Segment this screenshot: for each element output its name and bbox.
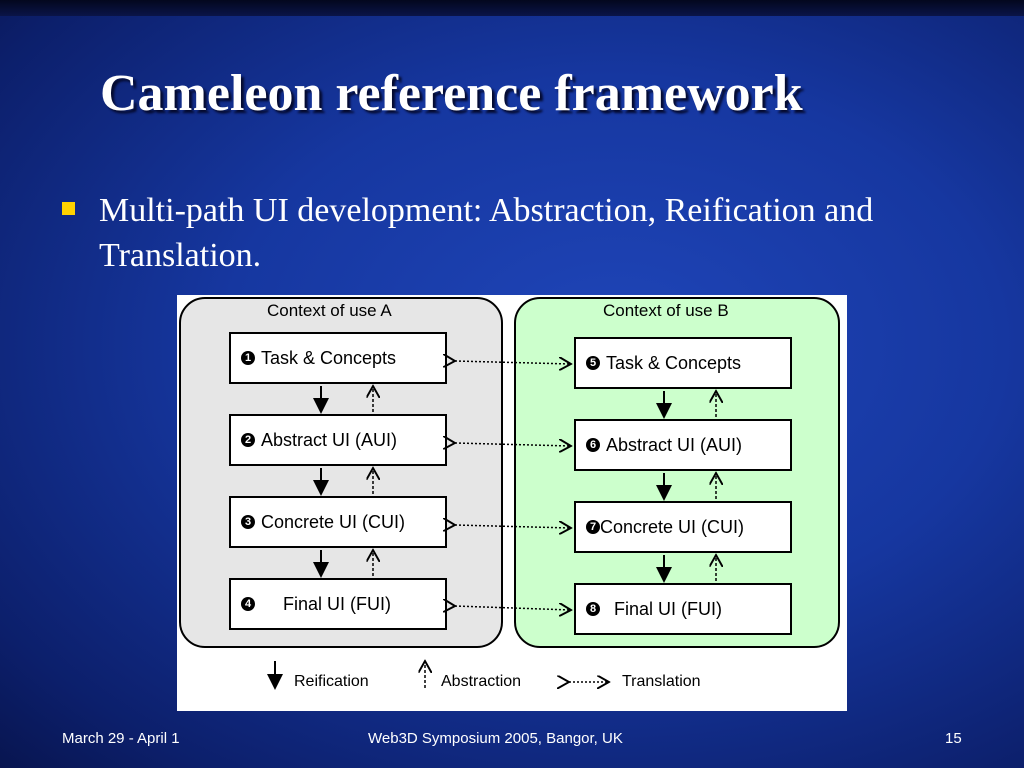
b-task-concepts-box: 5 Task & Concepts — [574, 337, 792, 389]
b-concrete-ui-box: 7 Concrete UI (CUI) — [574, 501, 792, 553]
cameleon-diagram: Context of use A Context of use B 1 Task… — [177, 295, 847, 711]
number-badge: 2 — [241, 433, 255, 447]
context-a-label: Context of use A — [267, 301, 392, 320]
a-task-concepts-box: 1 Task & Concepts — [229, 332, 447, 384]
number-badge: 8 — [586, 602, 600, 616]
context-b-label: Context of use B — [603, 301, 729, 320]
box-label: Concrete UI (CUI) — [261, 511, 406, 532]
box-label: Task & Concepts — [606, 352, 742, 373]
context-a-vertical-arrows — [313, 386, 373, 578]
legend-icons — [267, 661, 609, 690]
footer-date: March 29 - April 1 — [62, 730, 180, 747]
translation-arrow — [455, 525, 571, 528]
number-badge: 5 — [586, 356, 600, 370]
box-label: Concrete UI (CUI) — [600, 516, 745, 537]
number-badge: 6 — [586, 438, 600, 452]
legend-abstraction-label: Abstraction — [441, 673, 522, 690]
footer-page-number: 15 — [945, 730, 962, 747]
box-label: Abstract UI (AUI) — [606, 434, 743, 455]
bullet-square-icon — [62, 202, 75, 215]
a-final-ui-box: 4 Final UI (FUI) — [229, 578, 447, 630]
number-badge: 4 — [241, 597, 255, 611]
number-badge: 3 — [241, 515, 255, 529]
bullet-text: Multi-path UI development: Abstraction, … — [99, 192, 874, 274]
footer-event: Web3D Symposium 2005, Bangor, UK — [368, 730, 623, 747]
box-label: Final UI (FUI) — [283, 593, 391, 614]
translation-arrow — [455, 443, 571, 446]
translation-arrow — [455, 606, 571, 610]
number-badge: 7 — [586, 520, 600, 534]
translation-arrows — [455, 361, 571, 610]
context-b-vertical-arrows — [656, 391, 716, 583]
box-label: Task & Concepts — [261, 347, 397, 368]
diagram-arrows — [267, 295, 847, 690]
top-band — [0, 0, 1024, 16]
a-concrete-ui-box: 3 Concrete UI (CUI) — [229, 496, 447, 548]
b-abstract-ui-box: 6 Abstract UI (AUI) — [574, 419, 792, 471]
number-badge: 1 — [241, 351, 255, 365]
legend-reification-label: Reification — [294, 673, 369, 690]
box-label: Final UI (FUI) — [614, 598, 722, 619]
box-label: Abstract UI (AUI) — [261, 429, 398, 450]
slide-title: Cameleon reference framework — [100, 65, 803, 122]
a-abstract-ui-box: 2 Abstract UI (AUI) — [229, 414, 447, 466]
b-final-ui-box: 8 Final UI (FUI) — [574, 583, 792, 635]
legend-translation-label: Translation — [622, 673, 701, 690]
translation-arrow — [455, 361, 571, 364]
